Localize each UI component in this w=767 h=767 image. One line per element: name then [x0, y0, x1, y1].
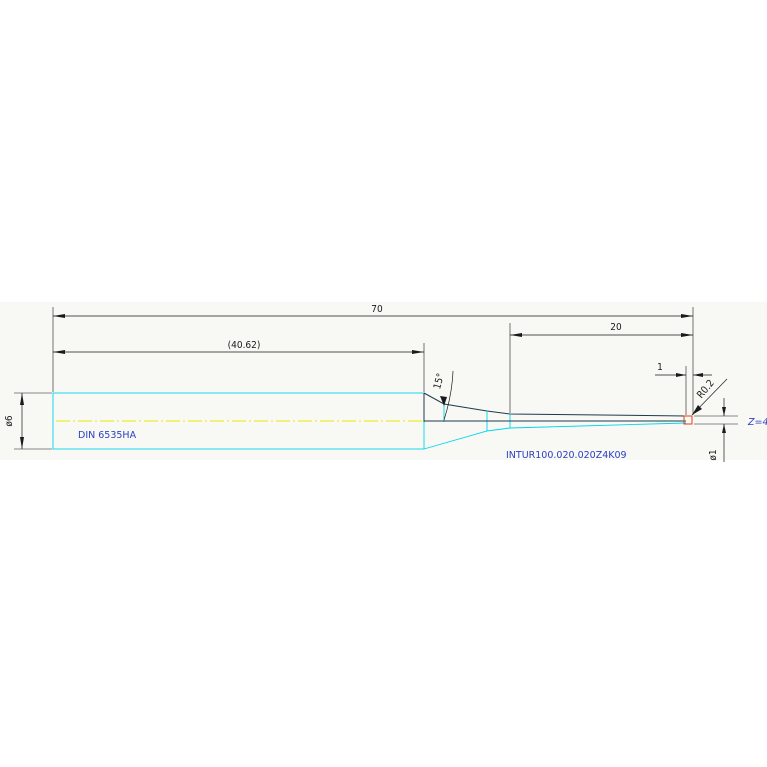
dim-overall-length: 70 [52, 304, 694, 415]
dim-tip-diameter: ø1 [694, 398, 738, 462]
shank-diameter-label: ø6 [4, 415, 15, 427]
dim-tip-length: 20 [509, 322, 693, 413]
flutes-label: Z=4 [747, 417, 767, 428]
shank-length-label: (40.62) [228, 340, 261, 351]
drawing-band [0, 302, 767, 460]
tool-outline [52, 392, 693, 450]
part-code-label: INTUR100.020.020Z4K09 [506, 450, 627, 461]
dim-tip-step: 1 [655, 362, 712, 415]
dim-shank-diameter: ø6 [4, 392, 52, 450]
dim-shank-length: (40.62) [53, 340, 425, 392]
dim-taper-angle: 15° [432, 370, 454, 421]
tip-step-label: 1 [657, 362, 663, 373]
tip-diameter-label: ø1 [708, 449, 719, 460]
lower-profile [423, 422, 687, 450]
overall-length-label: 70 [371, 304, 383, 315]
shank-standard-label: DIN 6535HA [78, 430, 137, 441]
taper-angle-label: 15° [432, 372, 447, 390]
tip-marker [683, 415, 693, 425]
tip-length-label: 20 [610, 322, 622, 333]
